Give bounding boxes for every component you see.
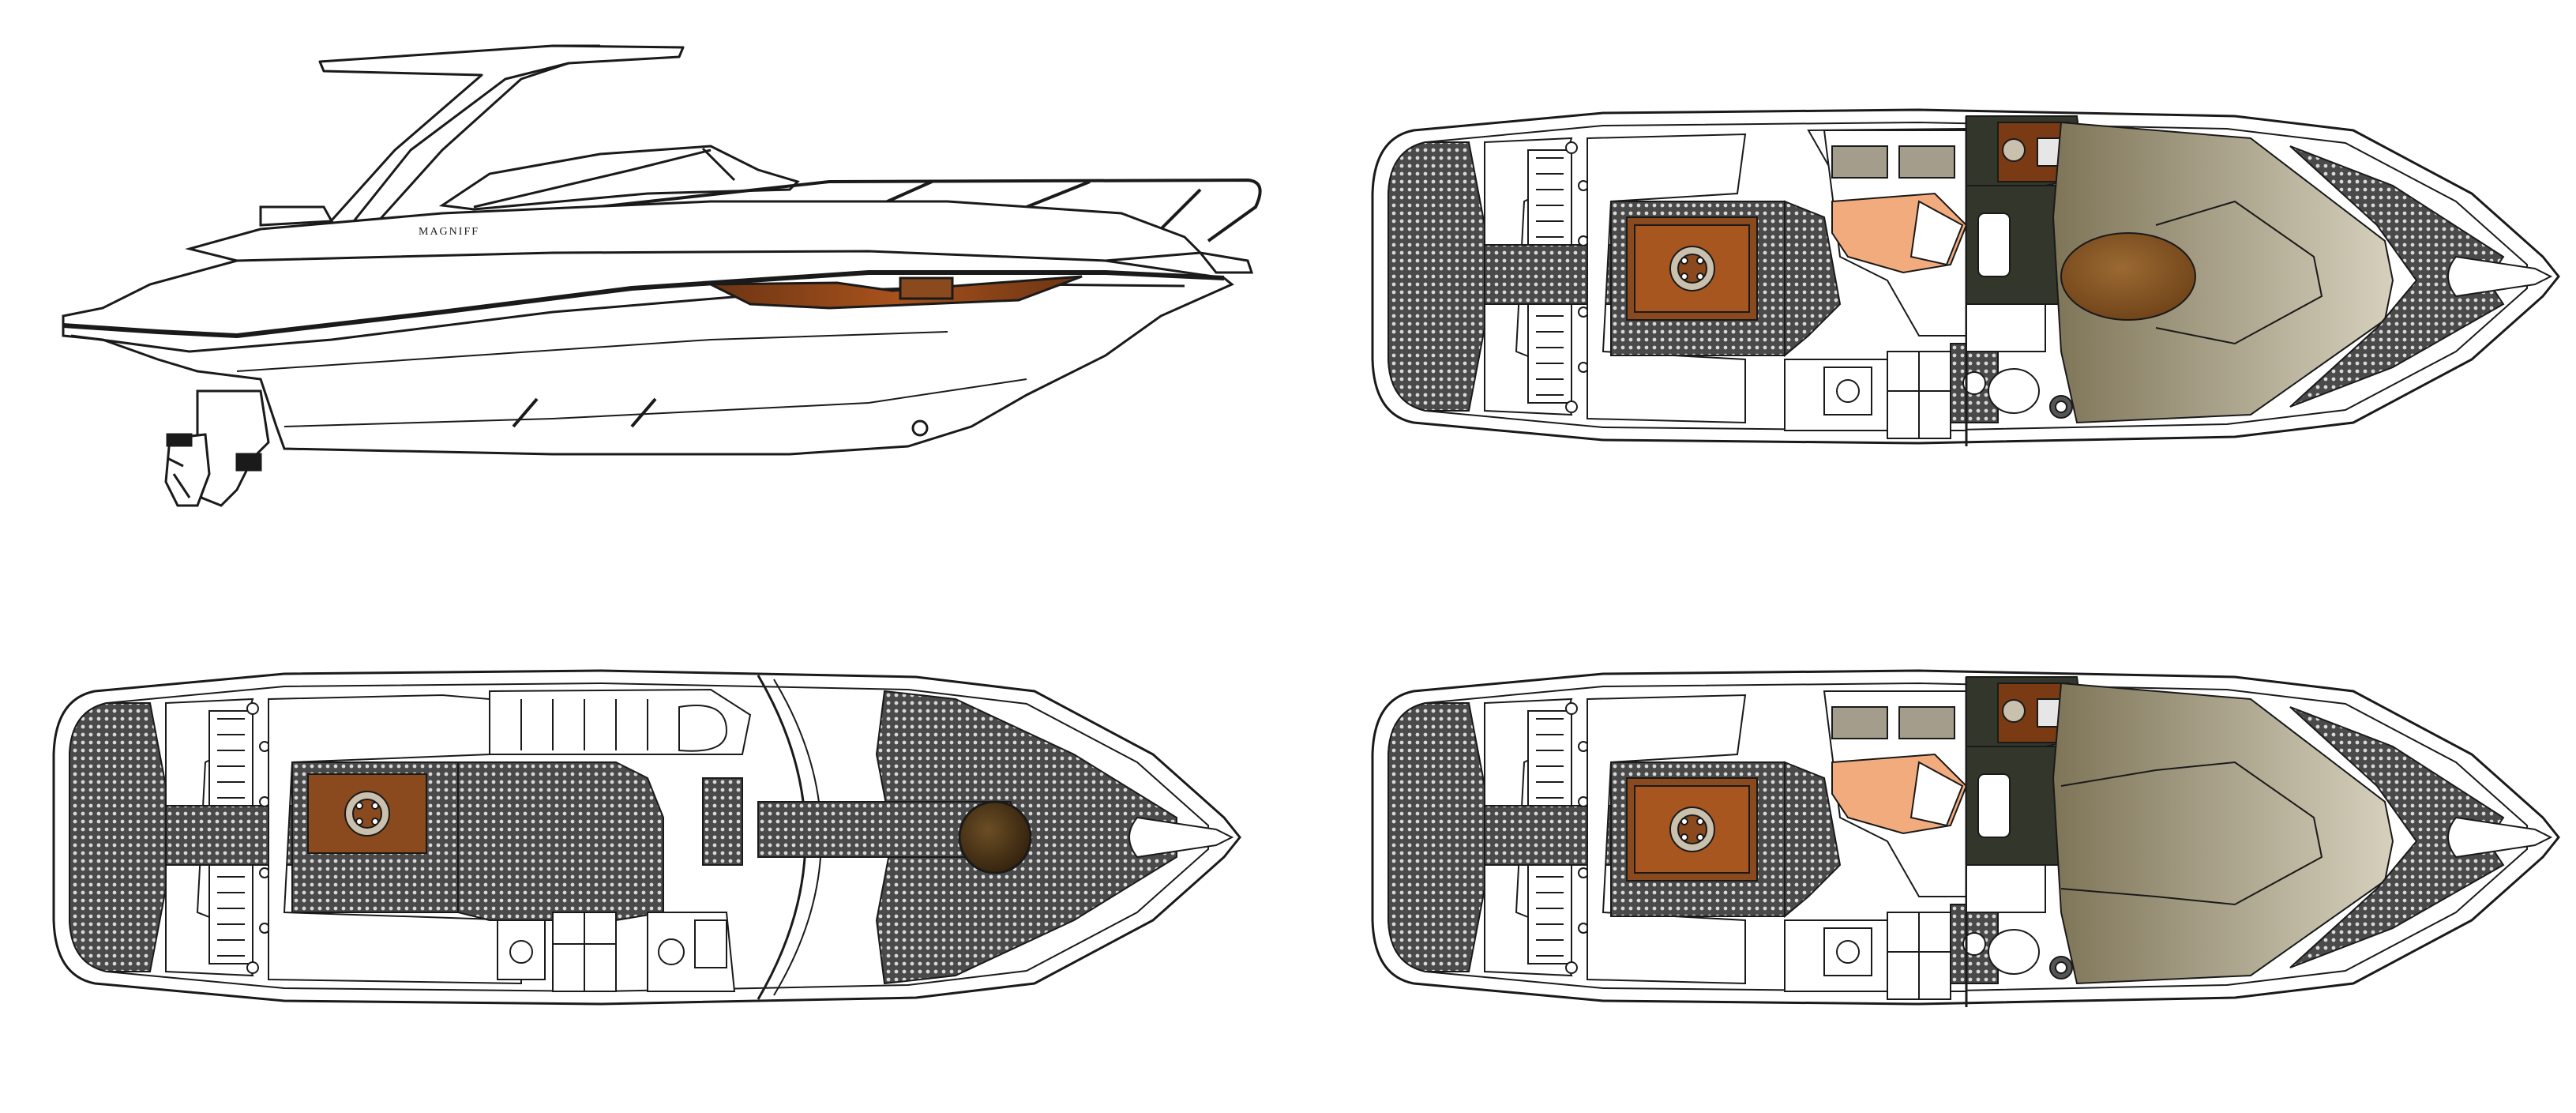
deck-plan-cabin-a-drawing [1371, 108, 2560, 446]
deck-plan-cabin-b [1366, 656, 2567, 1027]
outboard-engines [164, 389, 270, 507]
hull [62, 250, 1234, 456]
hull-name-label: MAGNIFF [419, 226, 479, 238]
deck-plan-cabin-b-drawing [1371, 669, 2560, 1007]
side-profile-view: MAGNIFF [0, 0, 1295, 553]
side-profile-drawing: MAGNIFF [62, 44, 1262, 507]
windshield [438, 145, 800, 211]
deck-plan-open-bow-drawing [52, 669, 1241, 1006]
arch-tower [318, 44, 685, 231]
deck-plan-open-bow [47, 656, 1248, 1027]
deck-plan-cabin-a [1366, 95, 2567, 466]
